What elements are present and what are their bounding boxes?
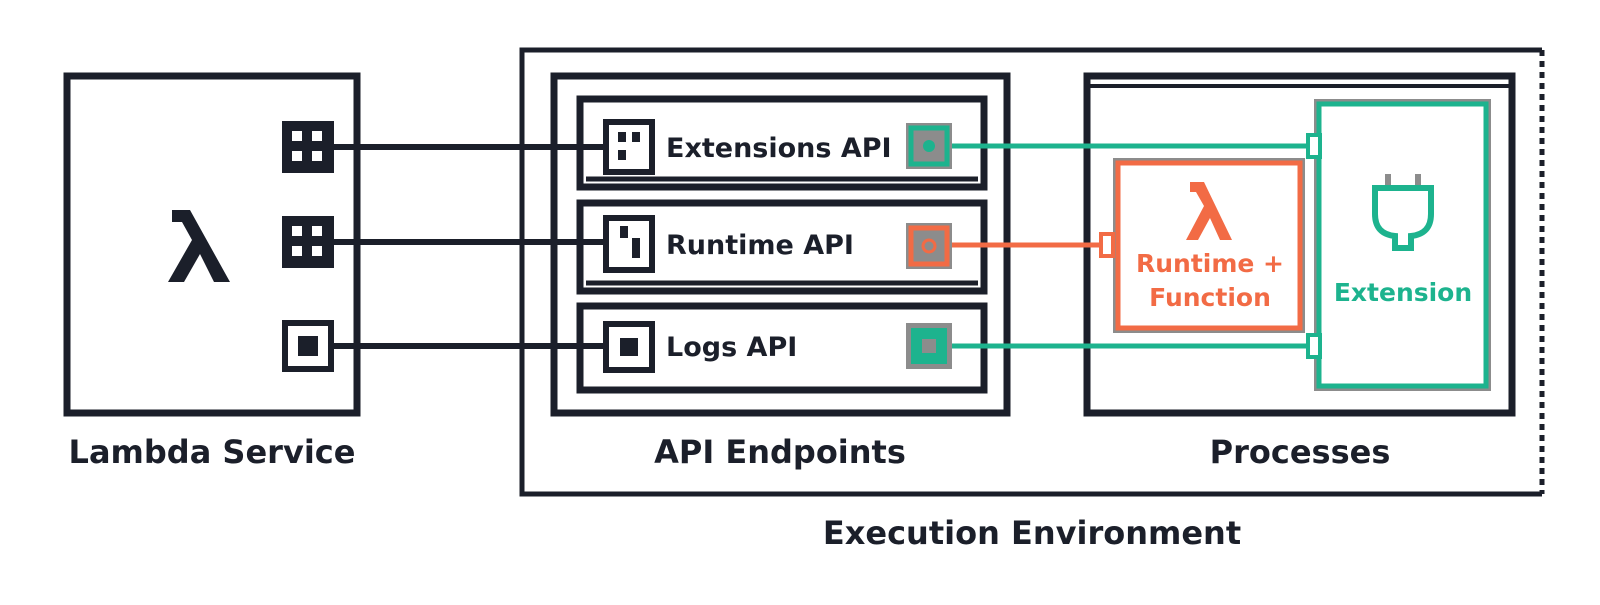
runtime-function-port	[1099, 232, 1115, 258]
api-endpoints: Extensions API Runtime API	[550, 72, 1011, 471]
extension-port-bottom	[1306, 333, 1322, 359]
lambda-service-port-extensions	[282, 121, 334, 173]
logs-api-label: Logs API	[666, 332, 797, 363]
runtime-function-label-line1: Runtime +	[1136, 249, 1284, 278]
plug-icon	[1372, 174, 1434, 251]
extension-port-top	[1306, 133, 1322, 159]
service-connections	[334, 144, 603, 349]
lambda-icon	[168, 210, 230, 282]
lambda-service-port-logs	[282, 320, 334, 372]
execution-environment-frame	[519, 47, 1542, 497]
extensions-api-label: Extensions API	[666, 133, 892, 164]
runtime-function-process: Runtime + Function	[1099, 158, 1305, 333]
extension-process: Extension	[1306, 99, 1491, 391]
runtime-api-label: Runtime API	[666, 230, 854, 261]
lambda-service-label: Lambda Service	[69, 433, 356, 471]
extensions-api-icon	[603, 119, 655, 175]
execution-environment-label: Execution Environment	[823, 514, 1241, 552]
logs-api-row: Logs API	[576, 302, 988, 394]
extension-label: Extension	[1334, 278, 1472, 307]
processes: Runtime + Function Extension Processes	[1083, 72, 1516, 471]
runtime-function-label-line2: Function	[1149, 283, 1271, 312]
extensions-api-port	[906, 123, 952, 169]
lambda-service-port-runtime	[282, 216, 334, 268]
process-connections	[952, 143, 1308, 349]
runtime-api-icon	[603, 215, 655, 273]
lambda-service: Lambda Service	[63, 72, 361, 471]
extensions-api-row: Extensions API	[576, 95, 988, 191]
logs-api-port	[906, 323, 952, 369]
api-endpoints-label: API Endpoints	[654, 433, 906, 471]
logs-api-icon	[603, 321, 655, 373]
processes-label: Processes	[1210, 433, 1391, 471]
runtime-api-row: Runtime API	[576, 199, 988, 295]
runtime-lambda-icon	[1186, 182, 1232, 240]
runtime-api-port	[906, 223, 952, 269]
execution-environment: Execution Environment	[519, 47, 1545, 552]
